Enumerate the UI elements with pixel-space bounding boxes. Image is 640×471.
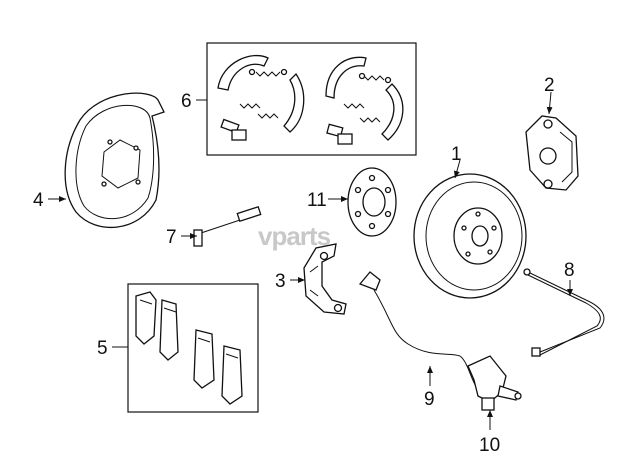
callout-5: 5	[97, 338, 108, 359]
brake-rotor	[413, 173, 527, 299]
brake-pad-set	[127, 283, 259, 413]
callout-7: 7	[166, 227, 177, 248]
callout-4: 4	[33, 190, 44, 211]
brake-caliper	[525, 115, 579, 191]
callout-6: 6	[181, 91, 192, 112]
callout-labels: 1 2 3 4 5 6 7 8 9 10 11	[33, 75, 575, 456]
watermark-text: vparts	[258, 221, 331, 251]
callout-10: 10	[479, 435, 500, 456]
backing-plate	[64, 92, 165, 229]
leader-lines	[48, 91, 573, 430]
speed-sensor-cable	[358, 271, 479, 391]
callout-1: 1	[451, 144, 462, 165]
brake-hose	[523, 268, 605, 357]
wear-sensor	[193, 205, 262, 247]
parking-brake-shoe-kit	[206, 42, 417, 156]
callout-3: 3	[275, 271, 286, 292]
callout-8: 8	[564, 260, 575, 281]
hub-flange	[347, 167, 397, 237]
callout-2: 2	[544, 75, 555, 96]
sensor-bracket	[467, 355, 522, 411]
callout-9: 9	[424, 389, 435, 410]
caliper-bracket	[303, 243, 347, 315]
callout-11: 11	[307, 190, 327, 211]
